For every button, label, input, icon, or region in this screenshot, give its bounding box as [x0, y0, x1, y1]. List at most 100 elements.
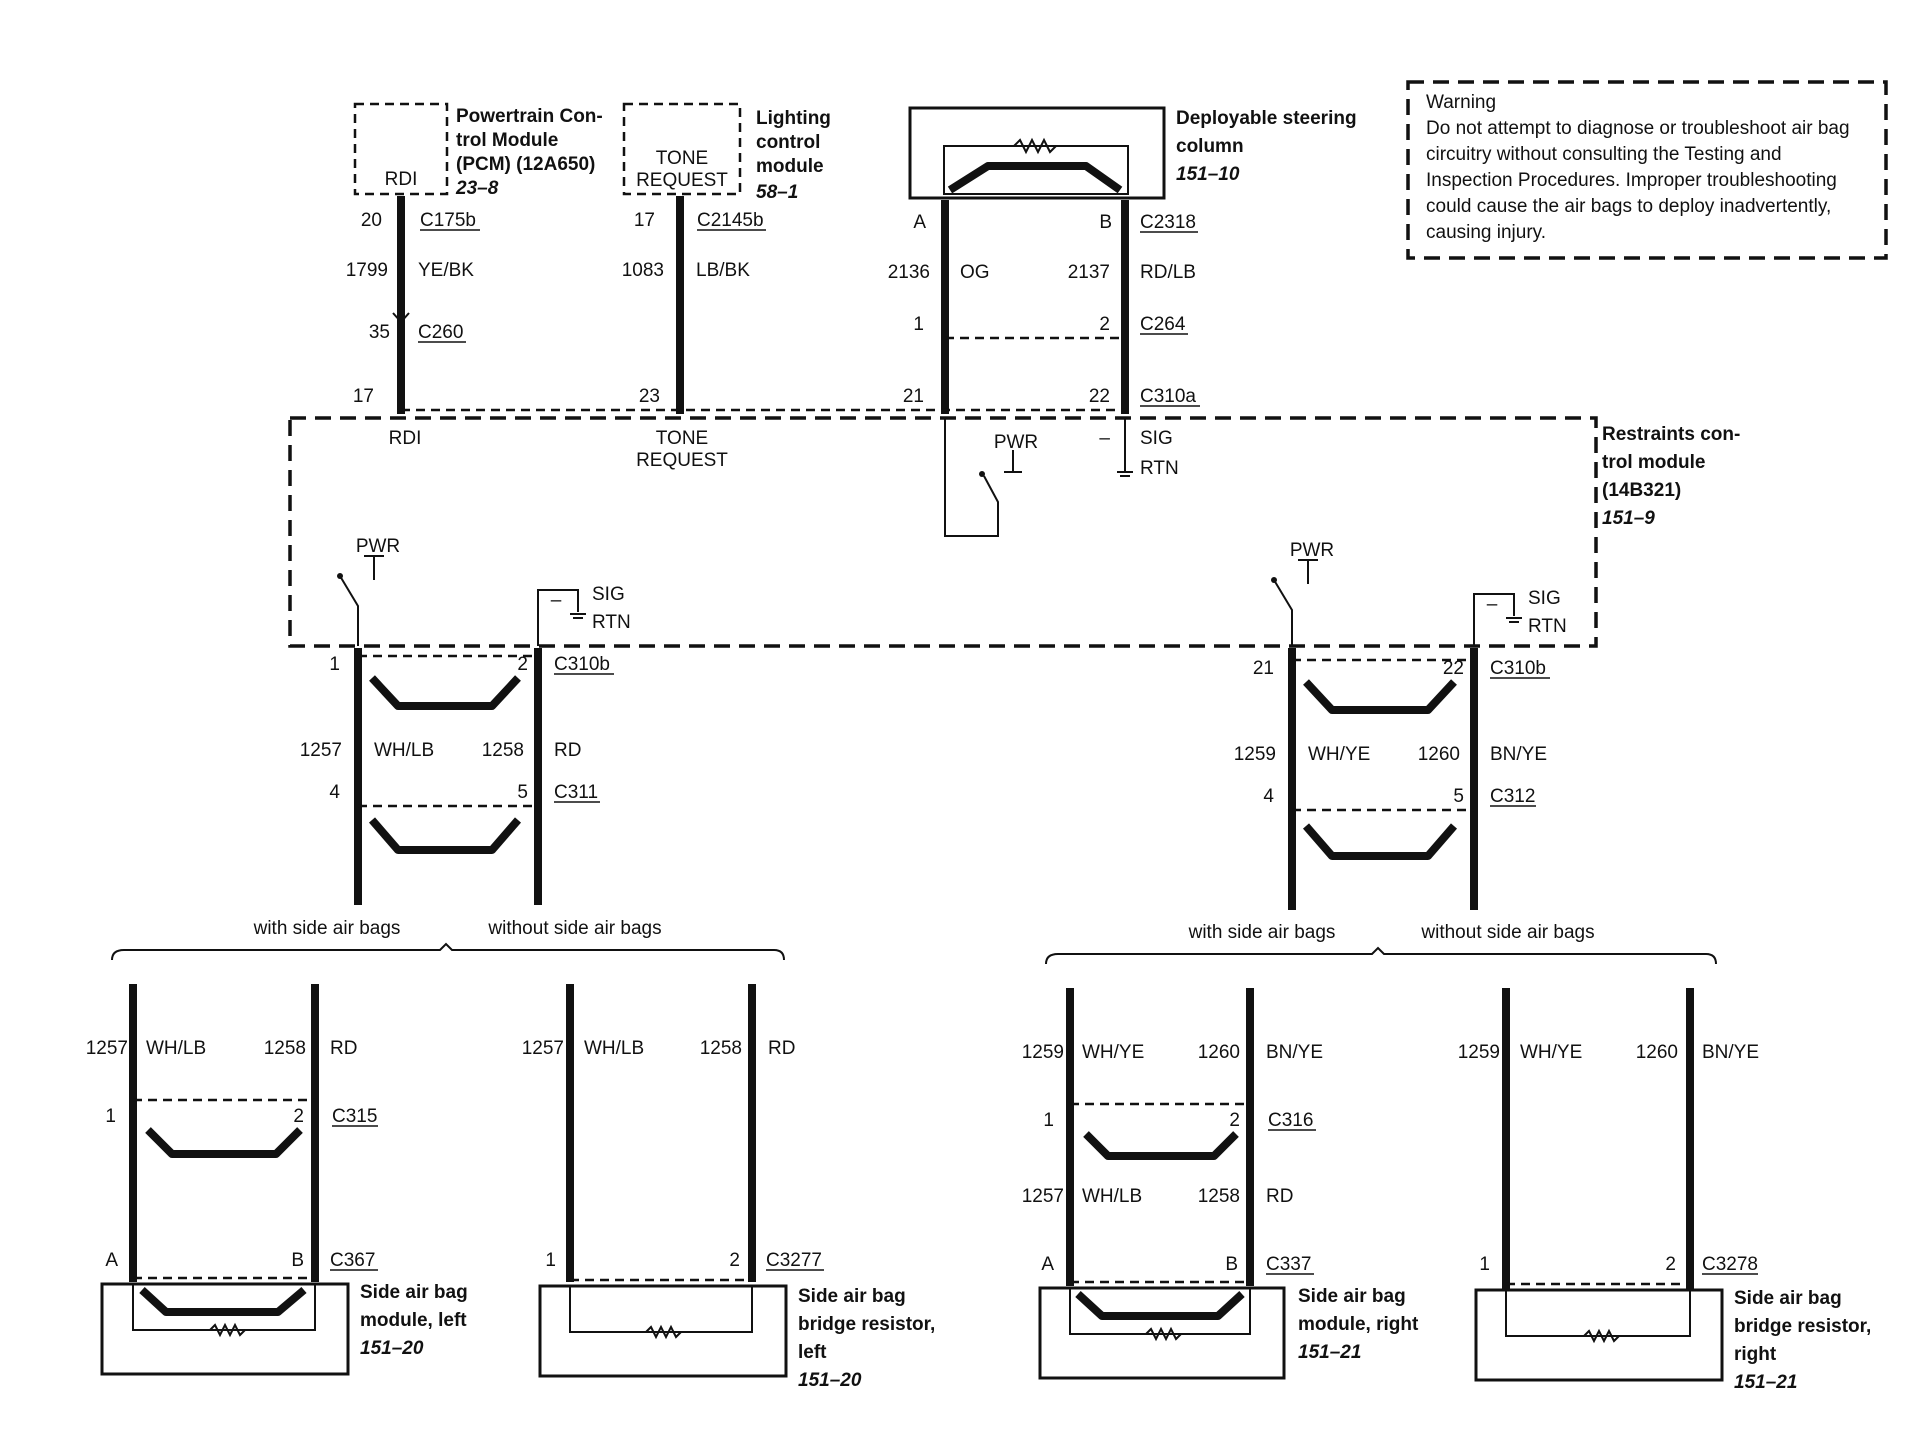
warning-line: could cause the air bags to deploy inadv…	[1426, 196, 1831, 217]
pwr-label: PWR	[994, 432, 1038, 453]
pin-number: 22	[1443, 658, 1464, 679]
rcm-name: trol module	[1602, 452, 1705, 473]
with-side-air-bags-label: with side air bags	[253, 918, 401, 939]
pin-b: B	[1099, 212, 1112, 233]
rtn-label: RTN	[1528, 616, 1567, 637]
pcm-name: Powertrain Con-	[456, 106, 603, 127]
wire-color: YE/BK	[418, 260, 474, 281]
pin-number: 22	[1089, 386, 1110, 407]
without-side-air-bags-label: without side air bags	[487, 918, 661, 939]
left-resistor-name: Side air bag	[798, 1286, 906, 1307]
pin-number: 2	[729, 1250, 740, 1271]
circuit-number: 1259	[1458, 1042, 1500, 1063]
pin-number: 2	[293, 1106, 304, 1127]
pin-number: 1	[105, 1106, 116, 1127]
pin-number: 35	[369, 322, 390, 343]
left-resistor-name: bridge resistor,	[798, 1314, 935, 1335]
wire-color: BN/YE	[1702, 1042, 1759, 1063]
left-branch: 1 2 C310b 1257 WH/LB 1258 RD 4 5 C311 wi…	[111, 648, 785, 961]
rtn-label: RTN	[592, 612, 631, 633]
circuit-number: 1258	[1198, 1186, 1240, 1207]
pin-number: 4	[329, 782, 340, 803]
pin-b: B	[291, 1250, 304, 1271]
lcm-component: TONE REQUEST Lighting control module 58–…	[622, 102, 831, 414]
circuit-number: 1257	[300, 740, 342, 761]
pin-number: 1	[545, 1250, 556, 1271]
wire-color: RD	[554, 740, 581, 761]
connector-label: C312	[1490, 786, 1535, 807]
pwr-label: PWR	[356, 536, 400, 557]
rcm-name: Restraints con-	[1602, 424, 1740, 445]
circuit-number: 1260	[1636, 1042, 1678, 1063]
pin-number: 5	[517, 782, 528, 803]
sig-label: SIG	[592, 584, 625, 605]
connector-label: C264	[1140, 314, 1186, 335]
wire-color: WH/YE	[1520, 1042, 1582, 1063]
pin-number: 1	[329, 654, 340, 675]
warning-line: causing injury.	[1426, 222, 1546, 243]
pcm-name: (PCM) (12A650)	[456, 154, 595, 175]
pin-number: 20	[361, 210, 382, 231]
pin-a: A	[1041, 1254, 1054, 1275]
left-side-airbag-module: 1257 WH/LB 1258 RD 1 2 C315 A B C367 Sid…	[86, 984, 468, 1376]
pcm-component: RDI Powertrain Con- trol Module (PCM) (1…	[346, 102, 603, 414]
right-module-name: module, right	[1298, 1314, 1419, 1335]
rcm-pin-label: TONE	[656, 428, 708, 449]
circuit-number: 1799	[346, 260, 388, 281]
sig-label: SIG	[1140, 428, 1173, 449]
circuit-number: 1258	[264, 1038, 306, 1059]
pcm-name: trol Module	[456, 130, 558, 151]
pcm-ref: 23–8	[455, 178, 499, 199]
warning-line: Inspection Procedures. Improper troubles…	[1426, 170, 1837, 191]
circuit-number: 1258	[700, 1038, 742, 1059]
steering-name: Deployable steering	[1176, 108, 1357, 129]
right-resistor-name: right	[1734, 1344, 1777, 1365]
pwr-label: PWR	[1290, 540, 1334, 561]
circuit-number: 1257	[86, 1038, 128, 1059]
circuit-number: 2136	[888, 262, 930, 283]
wire-color: BN/YE	[1490, 744, 1547, 765]
connector-label: C260	[418, 322, 463, 343]
connector-label: C311	[554, 782, 598, 803]
circuit-number: 1260	[1198, 1042, 1240, 1063]
rcm-name: (14B321)	[1602, 480, 1681, 501]
circuit-number: 1257	[1022, 1186, 1064, 1207]
wire-color: OG	[960, 262, 990, 283]
connector-label: C2145b	[697, 210, 764, 231]
circuit-number: 1257	[522, 1038, 564, 1059]
lcm-name: control	[756, 132, 820, 153]
left-resistor-ref: 151–20	[798, 1370, 862, 1391]
pin-a: A	[913, 212, 926, 233]
left-module-name: Side air bag	[360, 1282, 468, 1303]
steering-ref: 151–10	[1176, 164, 1240, 185]
right-module-name: Side air bag	[1298, 1286, 1406, 1307]
warning-line: circuitry without consulting the Testing…	[1426, 144, 1782, 165]
circuit-number: 2137	[1068, 262, 1110, 283]
lcm-pin-label: REQUEST	[636, 170, 728, 191]
minus-label: –	[551, 590, 562, 611]
connector-label: C310a	[1140, 386, 1196, 407]
pin-number: 2	[517, 654, 528, 675]
pin-number: 4	[1263, 786, 1274, 807]
pin-number: 5	[1453, 786, 1464, 807]
wire-color: WH/LB	[374, 740, 434, 761]
wire-color: RD	[1266, 1186, 1293, 1207]
wire-color: WH/LB	[146, 1038, 206, 1059]
wire-color: RD	[330, 1038, 357, 1059]
left-module-ref: 151–20	[360, 1338, 424, 1359]
pin-number: 21	[903, 386, 924, 407]
lcm-name: module	[756, 156, 824, 177]
warning-box: Warning Do not attempt to diagnose or tr…	[1406, 80, 1888, 260]
left-module-name: module, left	[360, 1310, 467, 1331]
connector-label: C337	[1266, 1254, 1311, 1275]
wire-color: RD	[768, 1038, 795, 1059]
right-bridge-resistor: 1259 WH/YE 1260 BN/YE 1 2 C3278 Side air…	[1458, 988, 1871, 1393]
warning-title: Warning	[1426, 92, 1496, 113]
wire-color: LB/BK	[696, 260, 750, 281]
with-side-air-bags-label: with side air bags	[1188, 922, 1336, 943]
connector-label: C367	[330, 1250, 375, 1271]
wire-color: WH/LB	[1082, 1186, 1142, 1207]
connector-label: C316	[1268, 1110, 1313, 1131]
pin-number: 21	[1253, 658, 1274, 679]
